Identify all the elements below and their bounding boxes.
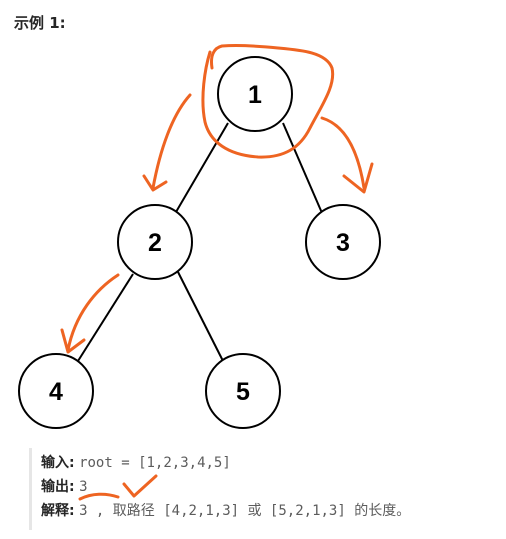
explanation-label: 解释:	[41, 503, 75, 519]
explanation-line: 解释: 3 , 取路径 [4,2,1,3] 或 [5,2,1,3] 的长度。	[41, 500, 410, 522]
input-label: 输入:	[41, 455, 75, 471]
arrow-to-node-3-annotation	[320, 116, 374, 194]
edge-2-5	[177, 271, 224, 362]
binary-tree-diagram: 1 2 3 4 5	[18, 44, 381, 429]
tree-node-5: 5	[205, 353, 281, 429]
input-value: root = [1,2,3,4,5]	[79, 455, 231, 471]
edge-2-4	[77, 273, 134, 362]
edge-1-3	[282, 122, 323, 214]
node-label: 3	[336, 229, 350, 257]
output-line: 输出: 3	[41, 476, 88, 498]
edge-1-2	[175, 122, 229, 213]
example-title: 示例 1:	[14, 14, 66, 32]
example-io-block: 输入: root = [1,2,3,4,5] 输出: 3 解释: 3 , 取路径…	[29, 448, 499, 530]
input-line: 输入: root = [1,2,3,4,5]	[41, 452, 231, 474]
scribble-circle-root-annotation	[201, 44, 335, 159]
output-value: 3	[79, 479, 88, 495]
tree-node-3: 3	[305, 204, 381, 280]
explanation-value: 3 , 取路径 [4,2,1,3] 或 [5,2,1,3] 的长度。	[79, 503, 411, 519]
arrow-to-node-4-annotation	[60, 273, 120, 354]
node-label: 4	[49, 378, 63, 406]
tree-node-4: 4	[18, 353, 94, 429]
tree-node-1: 1	[217, 56, 293, 132]
node-label: 2	[148, 229, 162, 257]
output-label: 输出:	[41, 479, 75, 495]
node-label: 1	[248, 81, 262, 109]
tree-node-2: 2	[117, 204, 193, 280]
node-label: 5	[236, 378, 250, 406]
arrow-to-node-2-annotation	[142, 93, 192, 192]
